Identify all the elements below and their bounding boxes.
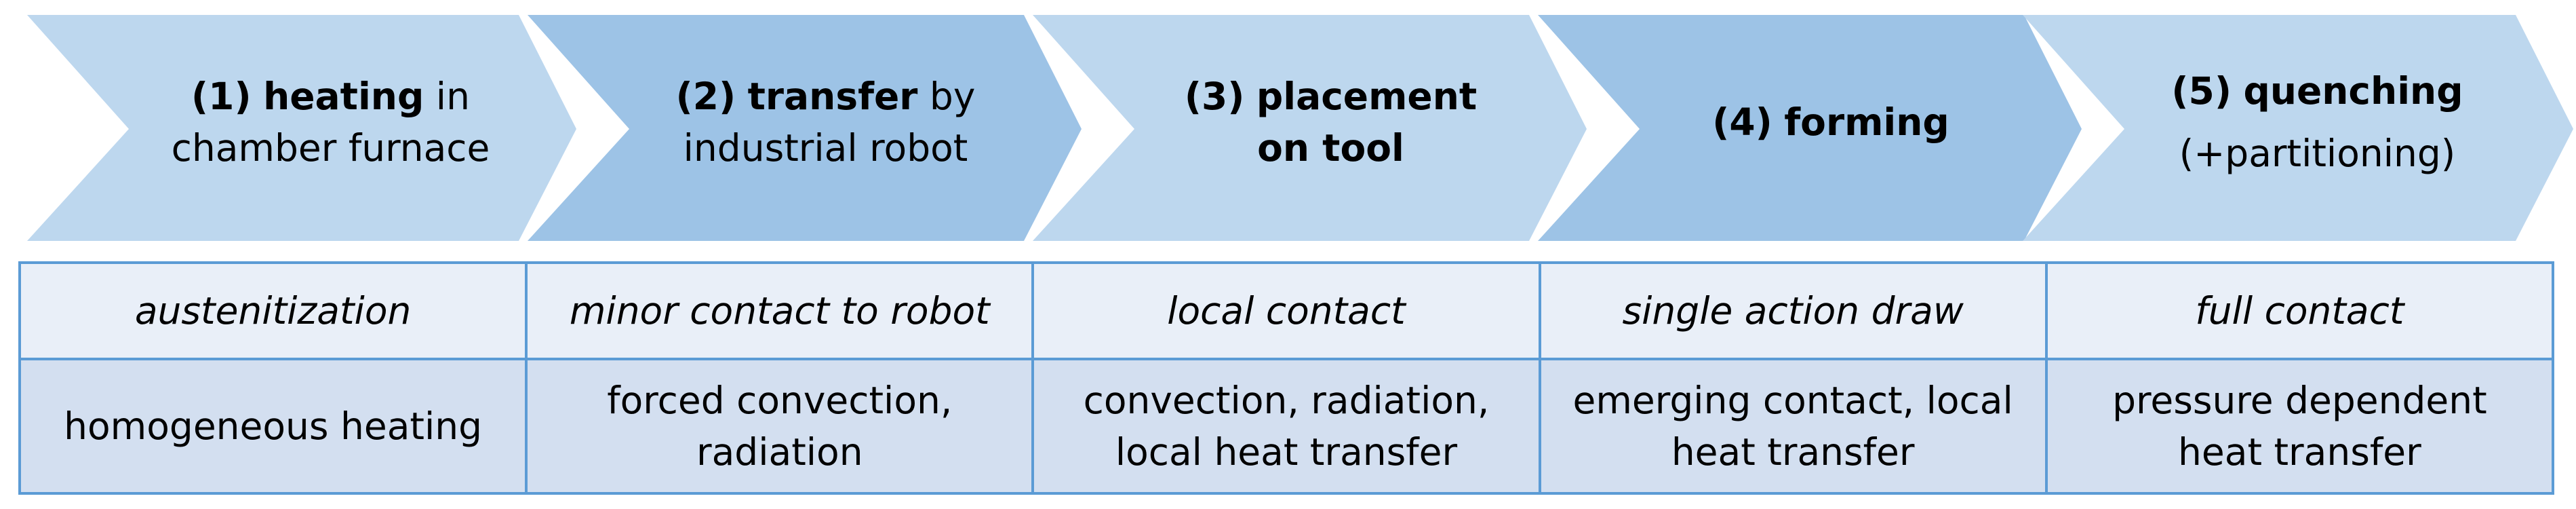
step-title: (4) forming — [1712, 96, 1949, 148]
heat-cell-line: forced convection, — [607, 379, 953, 422]
step-title-rest: by — [917, 75, 976, 118]
contact-cell-heating: austenitization — [18, 261, 528, 360]
chevron-heating — [27, 15, 576, 241]
step-keyword: placement — [1256, 75, 1478, 118]
chevron-transfer — [528, 15, 1082, 241]
step-label-heating: (1) heating in chamber furnace — [146, 0, 515, 244]
step-title-rest: in — [424, 75, 470, 118]
heat-cell-line: emerging contact, local — [1572, 379, 2013, 422]
heat-cell-heating: homogeneous heating — [18, 358, 528, 495]
contact-condition-row: austenitization minor contact to robot l… — [18, 261, 2555, 360]
step-keyword: heating — [263, 75, 424, 118]
heat-cell-line: pressure dependent — [2112, 379, 2487, 422]
chevron-forming — [1538, 15, 2082, 241]
step-number: (4) — [1712, 100, 1772, 144]
process-arrows — [27, 15, 2573, 241]
heat-cell-line: radiation — [696, 430, 863, 474]
step-subtitle: chamber furnace — [171, 126, 490, 170]
step-title: (3) placement — [1185, 71, 1477, 122]
heat-cell-placement: convection, radiation, local heat transf… — [1031, 358, 1541, 495]
heat-cell-line: heat transfer — [2178, 430, 2421, 474]
chevron-quenching — [2023, 15, 2573, 241]
process-table: austenitization minor contact to robot l… — [18, 261, 2555, 495]
heat-cell-line: convection, radiation, — [1083, 379, 1490, 422]
step-subtitle: (+partitioning) — [2179, 132, 2456, 175]
heat-cell-line: local heat transfer — [1115, 430, 1458, 474]
contact-cell-forming: single action draw — [1538, 261, 2048, 360]
chevron-placement — [1033, 15, 1587, 241]
step-subtitle: industrial robot — [683, 126, 968, 170]
step-keyword: quenching — [2243, 69, 2463, 113]
step-number: (2) — [675, 75, 736, 118]
contact-cell-transfer: minor contact to robot — [525, 261, 1035, 360]
heat-transfer-row: homogeneous heating forced convection, r… — [18, 358, 2555, 495]
step-subtitle: on tool — [1257, 126, 1404, 170]
heat-cell-line: homogeneous heating — [64, 404, 483, 448]
heat-cell-quenching: pressure dependent heat transfer — [2044, 358, 2555, 495]
step-keyword: transfer — [747, 75, 918, 118]
step-label-quenching: (5) quenching (+partitioning) — [2133, 0, 2502, 244]
step-title: (1) heating in — [191, 71, 470, 122]
step-label-forming: (4) forming — [1651, 0, 2010, 244]
step-number: (1) — [191, 75, 252, 118]
heat-cell-line: heat transfer — [1671, 430, 1915, 474]
step-title: (2) transfer by — [676, 71, 976, 122]
contact-cell-placement: local contact — [1031, 261, 1541, 360]
step-title: (5) quenching — [2171, 65, 2463, 117]
step-number: (5) — [2171, 69, 2232, 113]
heat-cell-forming: emerging contact, local heat transfer — [1538, 358, 2048, 495]
step-number: (3) — [1184, 75, 1245, 118]
step-keyword: forming — [1784, 100, 1949, 144]
step-label-transfer: (2) transfer by industrial robot — [641, 0, 1010, 244]
step-label-placement: (3) placement on tool — [1146, 0, 1515, 244]
contact-cell-quenching: full contact — [2044, 261, 2555, 360]
heat-cell-transfer: forced convection, radiation — [525, 358, 1035, 495]
